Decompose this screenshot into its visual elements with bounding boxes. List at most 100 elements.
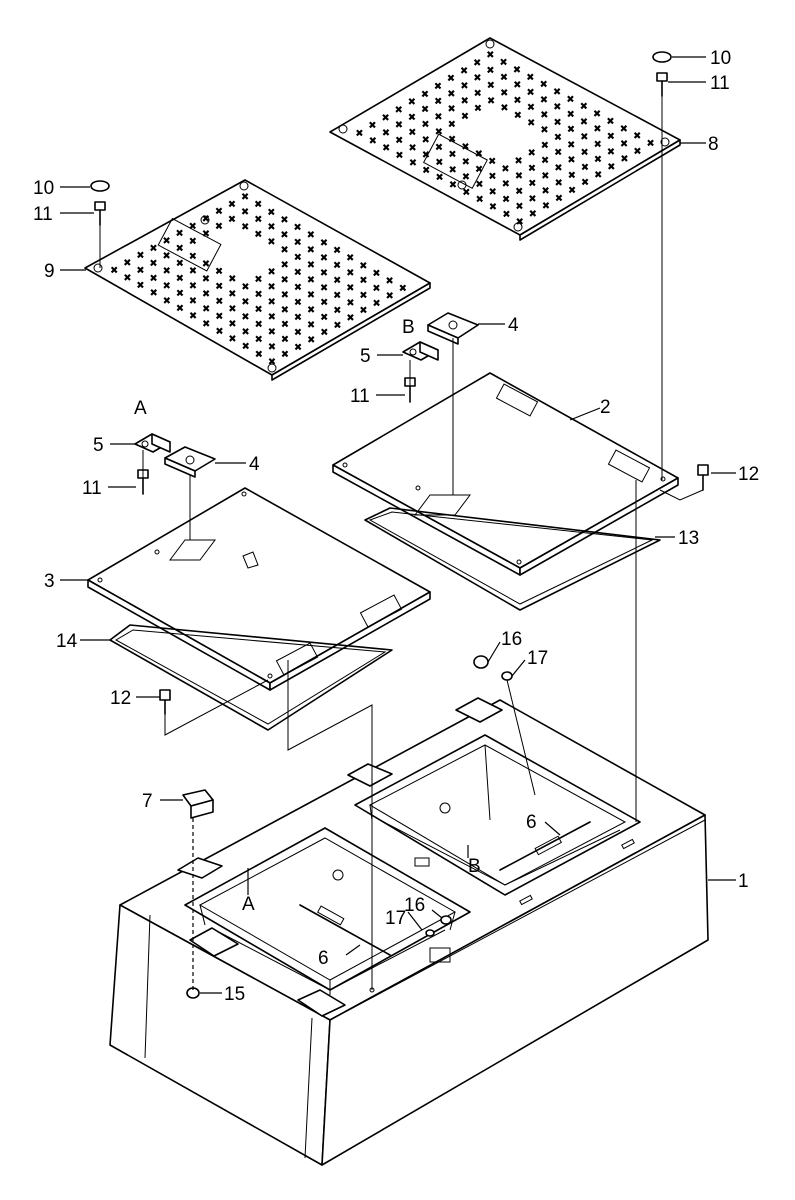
perforation-mark: ✖ [593,124,601,135]
callout-10: 10 [710,48,731,69]
perforation-mark: ✖ [254,305,262,316]
reference-b: B [402,317,415,338]
perforation-mark: ✖ [241,222,249,233]
perforation-mark: ✖ [500,103,508,114]
perforation-mark: ✖ [580,102,588,113]
small-fasteners [186,655,513,999]
perforation-mark: ✖ [267,207,275,218]
callout-leaders [60,56,736,994]
perforation-mark: ✖ [475,180,483,191]
perforation-mark: ✖ [268,357,276,368]
perforation-mark: ✖ [202,214,210,225]
callout-9: 9 [44,261,55,282]
perforation-mark: ✖ [202,274,210,285]
perforation-mark: ✖ [488,172,496,183]
perforation-mark: ✖ [499,58,507,69]
callout-17: 17 [527,648,548,669]
perforation-mark: ✖ [434,82,442,93]
perforation-mark: ✖ [409,158,417,169]
perforation-mark: ✖ [461,96,469,107]
perforation-mark: ✖ [320,238,328,249]
perforation-mark: ✖ [462,187,470,198]
bracket-5-a [134,433,171,453]
perforation-mark: ✖ [594,170,602,181]
perforation-mark: ✖ [320,313,328,324]
callout-3: 3 [44,571,55,592]
callout-4: 4 [508,315,519,336]
perforation-mark: ✖ [528,194,536,205]
callout-5: 5 [360,346,371,367]
perforation-mark: ✖ [449,165,457,176]
perforation-mark: ✖ [268,297,276,308]
perforation-mark: ✖ [516,217,524,228]
perforation-mark: ✖ [448,135,456,146]
perforation-mark: ✖ [540,80,548,91]
callout-16: 16 [404,895,425,916]
perforation-mark: ✖ [594,139,602,150]
perforation-mark: ✖ [553,102,561,113]
bracket-5-b [402,341,439,361]
perforation-mark: ✖ [176,244,184,255]
perforation-mark: ✖ [527,103,535,114]
perforation-mark: ✖ [307,335,315,346]
perforation-mark: ✖ [254,290,262,301]
callout-14: 14 [56,631,78,652]
perforation-mark: ✖ [228,274,236,285]
perforation-mark: ✖ [567,155,575,166]
perforation-mark: ✖ [620,139,628,150]
perforation-mark: ✖ [620,154,628,165]
perforation-mark: ✖ [421,120,429,131]
hinge-bracket-4-right [427,312,479,345]
perforation-mark: ✖ [568,186,576,197]
perforation-mark: ✖ [215,267,223,278]
perforation-mark: ✖ [476,195,484,206]
perforation-mark: ✖ [567,125,575,136]
perforation-mark: ✖ [554,148,562,159]
perforation-mark: ✖ [202,304,210,315]
perforation-mark: ✖ [149,258,157,269]
perforation-mark: ✖ [460,66,468,77]
callout-12: 12 [110,688,131,709]
perforation-mark: ✖ [447,74,455,85]
perforation-mark: ✖ [448,119,456,130]
callout-16: 16 [501,629,522,650]
perforation-mark: ✖ [333,246,341,257]
perforation-mark: ✖ [162,251,170,262]
perforation-mark: ✖ [281,275,289,286]
perforation-mark: ✖ [528,179,536,190]
perforated-plate-8: ✖ ✖ ✖ ✖ ✖ ✖ ✖ ✖ ✖ ✖ ✖ ✖ ✖ ✖ ✖ ✖ ✖ ✖ ✖ ✖ ✖ ✖ ✖ ✖ ✖ ✖ ✖ ✖ ✖ ✖ ✖ ✖ ✖ ✖ ✖ ✖ ✖ ✖ ✖ ✖… [329,37,681,241]
perforation-mark: ✖ [513,65,521,76]
perforation-mark: ✖ [307,305,315,316]
perforation-mark: ✖ [474,88,482,99]
perforation-mark: ✖ [333,305,341,316]
perforation-mark: ✖ [408,128,416,139]
perforation-mark: ✖ [580,132,588,143]
perforation-mark: ✖ [163,296,171,307]
perforation-mark: ✖ [633,131,641,142]
callout-6: 6 [318,948,329,969]
perforation-mark: ✖ [189,296,197,307]
perforation-mark: ✖ [176,289,184,300]
perforation-mark: ✖ [294,297,302,308]
perforation-mark: ✖ [408,143,416,154]
perforation-mark: ✖ [395,120,403,131]
perforation-mark: ✖ [513,80,521,91]
perforation-mark: ✖ [372,268,380,279]
perforation-mark: ✖ [307,245,315,256]
perforation-mark: ✖ [307,230,315,241]
perforation-mark: ✖ [333,290,341,301]
perforation-mark: ✖ [228,214,236,225]
perforation-mark: ✖ [542,201,550,212]
callout-1: 1 [738,871,749,892]
perforation-mark: ✖ [241,327,249,338]
perforation-mark: ✖ [254,200,262,211]
callout-15: 15 [224,984,245,1005]
perforation-mark: ✖ [633,146,641,157]
perforation-mark: ✖ [448,150,456,161]
perforation-mark: ✖ [228,289,236,300]
perforation-mark: ✖ [189,281,197,292]
perforation-mark: ✖ [241,297,249,308]
perforation-mark: ✖ [553,87,561,98]
perforation-mark: ✖ [515,186,523,197]
callout-2: 2 [600,397,611,418]
